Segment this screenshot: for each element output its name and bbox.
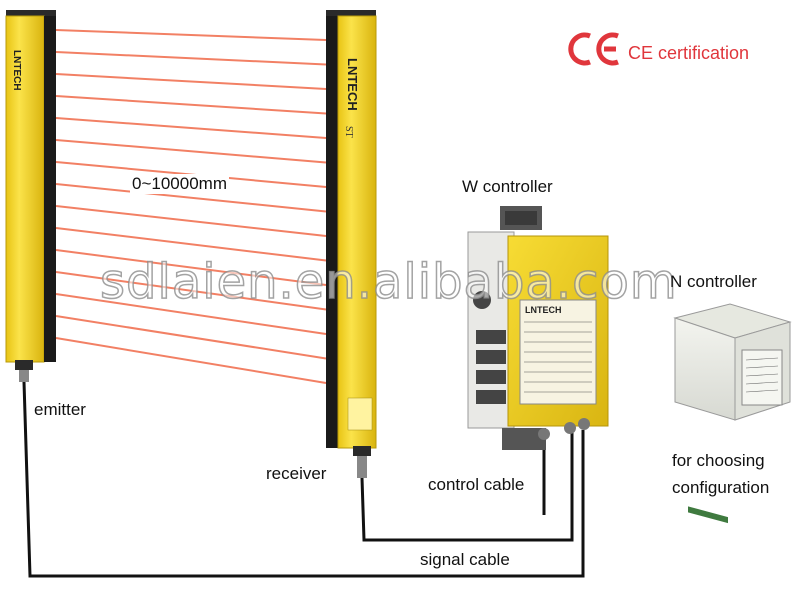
cables: [22, 381, 585, 578]
light-beam: [55, 271, 327, 311]
w-controller-brand: LNTECH: [525, 305, 562, 315]
light-beam: [55, 337, 327, 384]
receiver-brand: LNTECH: [345, 58, 360, 111]
light-beam: [55, 51, 327, 66]
light-beam: [55, 205, 327, 237]
light-beam: [55, 183, 327, 213]
choosing-label-line1: for choosing: [672, 451, 765, 470]
emitter-bar: LNTECH: [5, 10, 56, 382]
ce-certification-label: CE certification: [628, 43, 750, 63]
control-cable-label: control cable: [428, 475, 525, 494]
light-beam: [55, 95, 327, 115]
receiver-model: ST: [343, 126, 354, 138]
receiver-signal-cable: [360, 425, 574, 542]
signal-cable-label: signal cable: [420, 550, 510, 569]
detection-range-label: 0~10000mm: [130, 174, 229, 194]
light-beam: [55, 29, 327, 41]
choosing-label-line2: configuration: [672, 478, 770, 497]
light-beam: [55, 73, 327, 90]
n-controller-device: [673, 303, 792, 524]
emitter-signal-cable: [22, 381, 585, 578]
light-beam: [55, 315, 327, 360]
light-beam: [55, 117, 327, 139]
ce-mark-icon: [568, 32, 619, 66]
emitter-label: emitter: [34, 400, 86, 419]
light-beam: [55, 249, 327, 286]
emitter-brand: LNTECH: [11, 50, 22, 91]
w-controller-device: LNTECH: [467, 206, 609, 450]
light-beams: [55, 29, 327, 384]
n-controller-label: N controller: [670, 272, 757, 291]
light-beam: [55, 139, 327, 164]
receiver-label: receiver: [266, 464, 327, 483]
light-beam: [55, 227, 327, 262]
w-controller-label: W controller: [462, 177, 553, 196]
watermark: sdlaien.en.alibaba.com: [99, 253, 678, 311]
light-beam: [55, 293, 327, 335]
receiver-bar: LNTECH ST: [326, 10, 377, 478]
